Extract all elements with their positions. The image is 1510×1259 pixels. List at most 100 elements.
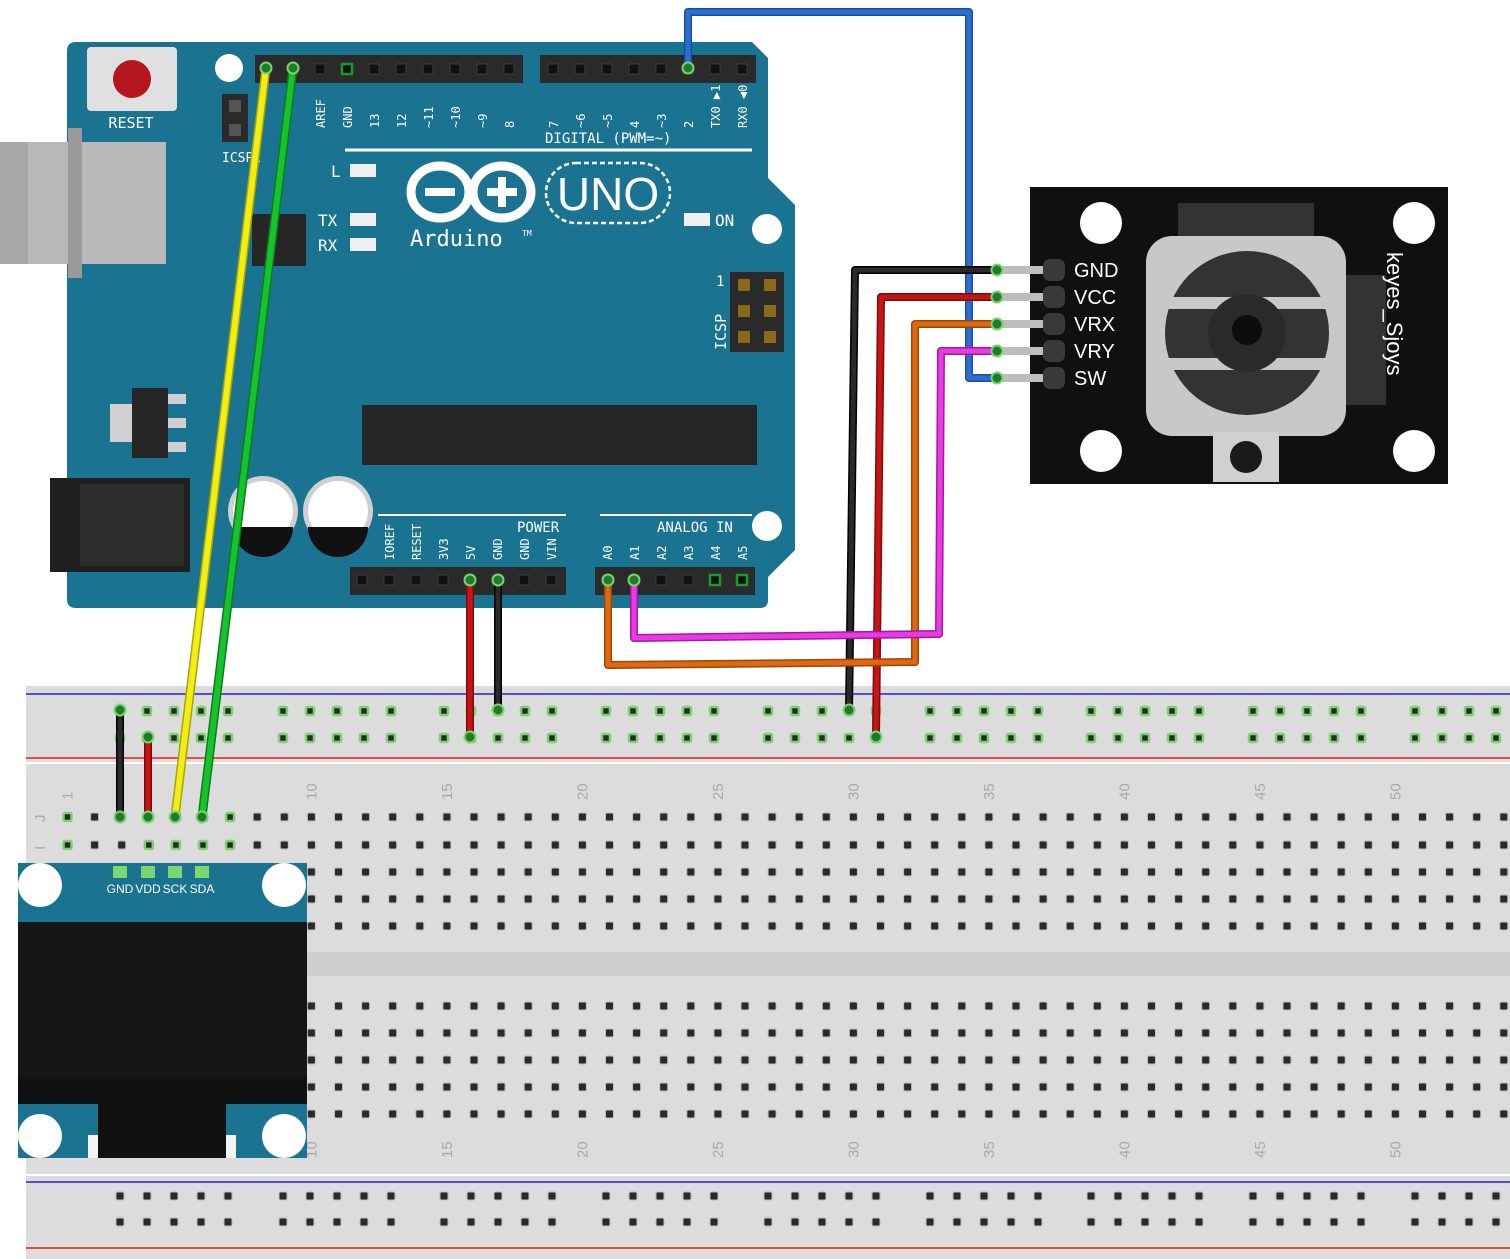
breadboard-hole[interactable] [713,1028,723,1038]
breadboard-hole[interactable] [740,1082,750,1092]
breadboard-hole[interactable] [930,1082,940,1092]
breadboard-hole[interactable] [385,705,397,717]
breadboard-hole[interactable] [547,1217,557,1227]
breadboard-hole[interactable] [1147,894,1156,904]
breadboard-hole[interactable] [277,732,289,744]
breadboard-hole[interactable] [415,921,425,931]
breadboard-hole[interactable] [1445,1028,1455,1038]
breadboard-hole[interactable] [984,1109,994,1119]
breadboard-hole[interactable] [1445,894,1455,904]
breadboard-hole[interactable] [115,1217,125,1227]
breadboard-hole[interactable] [550,1055,560,1065]
breadboard-hole[interactable] [1499,840,1509,850]
breadboard-hole[interactable] [442,867,452,877]
breadboard-hole[interactable] [1418,1082,1427,1092]
breadboard-hole[interactable] [442,1082,452,1092]
breadboard-hole[interactable] [848,1001,858,1011]
breadboard-hole[interactable] [876,894,885,904]
breadboard-hole[interactable] [1472,1001,1482,1011]
breadboard-hole[interactable] [1033,1217,1043,1227]
breadboard-hole[interactable] [1038,840,1048,850]
breadboard-hole[interactable] [334,1001,343,1011]
breadboard-hole[interactable] [358,732,370,744]
breadboard-hole[interactable] [442,921,452,931]
header-pin[interactable] [410,574,422,586]
breadboard-hole[interactable] [1282,1055,1292,1065]
breadboard-hole[interactable] [1038,867,1048,877]
breadboard-hole[interactable] [686,1028,696,1038]
breadboard-hole[interactable] [550,812,560,822]
breadboard-hole[interactable] [1390,1028,1400,1038]
joystick-pin[interactable] [1043,286,1065,308]
breadboard-hole[interactable] [876,1055,885,1065]
breadboard-hole[interactable] [388,1028,398,1038]
breadboard-hole[interactable] [708,705,720,717]
breadboard-hole[interactable] [1174,812,1184,822]
breadboard-hole[interactable] [331,732,343,744]
breadboard-hole[interactable] [332,1217,342,1227]
breadboard-hole[interactable] [361,1082,371,1092]
breadboard-hole[interactable] [361,1055,371,1065]
breadboard-hole[interactable] [415,812,425,822]
breadboard-hole[interactable] [930,921,940,931]
breadboard-hole[interactable] [1011,812,1021,822]
breadboard-hole[interactable] [577,894,587,904]
breadboard-hole[interactable] [876,1028,885,1038]
breadboard-hole[interactable] [388,1001,398,1011]
breadboard-hole[interactable] [547,1191,557,1201]
breadboard-hole[interactable] [115,1191,125,1201]
breadboard-hole[interactable] [306,812,316,822]
breadboard-hole[interactable] [361,840,371,850]
breadboard-hole[interactable] [1437,1191,1447,1201]
breadboard-hole[interactable] [821,812,831,822]
breadboard-hole[interactable] [1032,732,1044,744]
breadboard-hole[interactable] [1174,894,1184,904]
breadboard-hole[interactable] [1086,1191,1096,1201]
breadboard-hole[interactable] [957,921,967,931]
breadboard-hole[interactable] [1418,867,1427,877]
breadboard-hole[interactable] [306,1109,316,1119]
breadboard-hole[interactable] [1038,1028,1048,1038]
breadboard-hole[interactable] [817,1217,827,1227]
breadboard-hole[interactable] [1011,867,1021,877]
breadboard-hole[interactable] [1336,812,1346,822]
breadboard-hole[interactable] [984,1055,994,1065]
breadboard-hole[interactable] [1499,1001,1509,1011]
breadboard-hole[interactable] [1038,921,1048,931]
breadboard-hole[interactable] [1445,840,1455,850]
breadboard-hole[interactable] [984,812,994,822]
breadboard-hole[interactable] [550,1109,560,1119]
breadboard-hole[interactable] [117,840,127,850]
breadboard-hole[interactable] [659,867,669,877]
breadboard-hole[interactable] [763,1191,773,1201]
breadboard-hole[interactable] [550,867,560,877]
breadboard-hole[interactable] [1282,921,1292,931]
breadboard-hole[interactable] [686,840,696,850]
breadboard-hole[interactable] [386,1217,396,1227]
breadboard-hole[interactable] [686,867,696,877]
breadboard-hole[interactable] [1147,867,1156,877]
breadboard-hole[interactable] [1092,1109,1102,1119]
breadboard-hole[interactable] [1174,1028,1184,1038]
breadboard-hole[interactable] [1119,1109,1129,1119]
breadboard-hole[interactable] [1336,894,1346,904]
breadboard-hole[interactable] [1275,1191,1285,1201]
breadboard-hole[interactable] [1472,921,1482,931]
breadboard-hole[interactable] [1282,1001,1292,1011]
breadboard-hole[interactable] [385,732,397,744]
breadboard-hole[interactable] [930,812,940,822]
breadboard-hole[interactable] [790,1217,800,1227]
breadboard-hole[interactable] [1390,1001,1400,1011]
breadboard-hole[interactable] [740,840,750,850]
breadboard-hole[interactable] [1336,1001,1346,1011]
breadboard-hole[interactable] [388,894,398,904]
breadboard-hole[interactable] [1490,705,1502,717]
breadboard-hole[interactable] [628,1217,638,1227]
breadboard-hole[interactable] [439,1191,449,1201]
breadboard-hole[interactable] [843,732,855,744]
breadboard-hole[interactable] [1336,1028,1346,1038]
breadboard-hole[interactable] [794,921,804,931]
breadboard-hole[interactable] [577,1109,587,1119]
breadboard-hole[interactable] [1499,1055,1509,1065]
breadboard-hole[interactable] [794,1082,804,1092]
